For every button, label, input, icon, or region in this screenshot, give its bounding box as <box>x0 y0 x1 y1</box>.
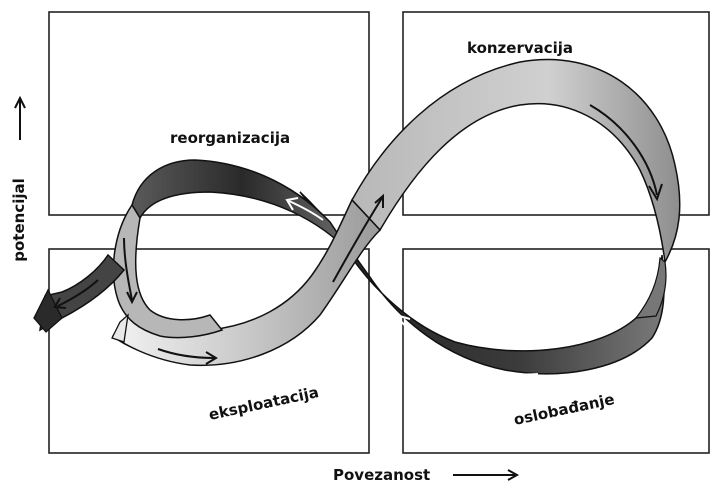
band-left-loop <box>112 203 224 339</box>
exploitation-arrowhead <box>111 313 129 343</box>
conservation-arrow <box>589 104 658 196</box>
label-release: oslobađanje <box>512 390 616 429</box>
direction-arrows <box>53 104 663 376</box>
left-loop-arrow <box>123 237 133 301</box>
quadrant-top-right <box>402 11 710 216</box>
escape-arrow <box>57 279 99 307</box>
band-reorganization <box>131 159 353 256</box>
reorganization-arrow <box>288 200 324 221</box>
band-conservation <box>351 58 681 265</box>
quadrant-bottom-left <box>48 248 370 454</box>
exploitation-arrow <box>157 348 215 359</box>
y-axis-arrowhead <box>14 95 26 109</box>
reorganization-arrowhead <box>285 197 299 211</box>
conservation-arrowhead <box>648 183 663 202</box>
release-arrowhead <box>395 313 411 331</box>
band-exploitation <box>111 198 382 367</box>
x-axis: Povezanost <box>333 466 520 484</box>
quadrant-top-left <box>48 11 370 216</box>
front-up-arrow <box>332 197 383 283</box>
y-axis: potencijal <box>10 95 28 262</box>
release-arrow <box>397 317 539 376</box>
label-exploitation: eksploatacija <box>207 383 320 424</box>
front-up-arrowhead <box>374 193 384 208</box>
escape-arrow-head <box>53 297 67 309</box>
label-conservation: konzervacija <box>467 39 573 57</box>
quadrant-bottom-right <box>402 248 710 454</box>
x-axis-arrowhead <box>507 469 520 481</box>
y-axis-label: potencijal <box>10 178 28 262</box>
exploitation-arrow-head <box>205 351 218 365</box>
left-loop-arrowhead <box>126 291 138 305</box>
label-reorganization: reorganizacija <box>170 129 290 147</box>
escape-arrowhead <box>33 288 63 333</box>
x-axis-label: Povezanost <box>333 466 430 484</box>
band-conservation-lower <box>634 256 667 319</box>
